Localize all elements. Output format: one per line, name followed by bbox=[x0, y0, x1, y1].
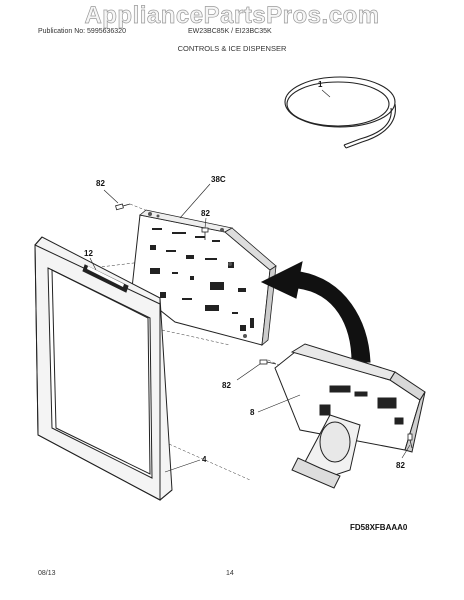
footer-date: 08/13 bbox=[38, 570, 56, 577]
diagram-code: FD58XFBAAA0 bbox=[350, 523, 408, 532]
leader-tubing bbox=[321, 89, 331, 98]
leader-screw-dispenser bbox=[236, 363, 261, 381]
model-numbers: EW23BC85K / EI23BC35K bbox=[188, 28, 272, 35]
callout-trim-frame: 4 bbox=[202, 455, 207, 464]
direction-arrow bbox=[260, 261, 371, 363]
callout-screw-board: 82 bbox=[201, 209, 210, 218]
ice-dispenser-assembly bbox=[274, 343, 426, 489]
callout-screw-top-left: 82 bbox=[96, 179, 105, 188]
callout-badge: 12 bbox=[84, 249, 93, 258]
leader-screw-bottom bbox=[401, 444, 411, 459]
control-board bbox=[131, 209, 277, 346]
page-number: 14 bbox=[226, 570, 234, 577]
callout-control-board: 38C bbox=[211, 175, 226, 184]
leader-screw-top-left bbox=[103, 189, 119, 204]
callout-screw-dispenser: 82 bbox=[222, 381, 231, 390]
leader-control-board bbox=[179, 183, 211, 219]
screw-bottom bbox=[407, 433, 413, 449]
dispenser-trim-frame bbox=[34, 236, 173, 501]
callout-dispenser: 8 bbox=[250, 408, 255, 417]
watermark-logo: AppliancePartsPros.com bbox=[84, 2, 380, 30]
leader-dispenser bbox=[257, 394, 301, 413]
leader-trim-frame bbox=[164, 459, 201, 473]
screw-top-left bbox=[115, 203, 131, 211]
leader-badge bbox=[89, 257, 97, 271]
section-title: CONTROLS & ICE DISPENSER bbox=[177, 44, 287, 53]
publication-number: Publication No: 5995636320 bbox=[38, 28, 126, 35]
callout-tubing: 1 bbox=[318, 80, 323, 89]
tubing-coil bbox=[284, 76, 396, 149]
leader-screw-board bbox=[204, 217, 207, 229]
brand-badge bbox=[82, 264, 129, 293]
callout-screw-bottom: 82 bbox=[396, 461, 405, 470]
screw-dispenser bbox=[259, 359, 277, 365]
